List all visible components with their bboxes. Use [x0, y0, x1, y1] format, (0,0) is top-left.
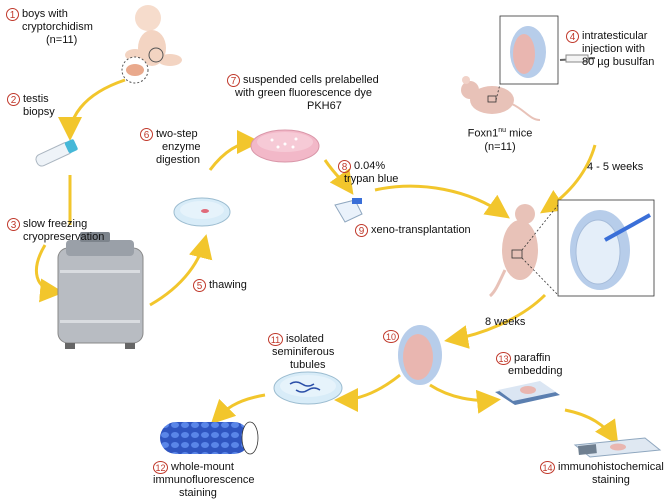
duration-8-weeks: 8 weeks [485, 316, 526, 328]
step-13-number: 13 [496, 352, 511, 365]
harvested-testis [398, 325, 442, 385]
step-11-text2: seminiferous [272, 346, 335, 358]
step-5-number: 5 [193, 279, 206, 292]
step-11-number: 11 [268, 333, 283, 346]
step-4-text2: injection with [582, 43, 645, 55]
step-9-text: xeno-transplantation [371, 224, 471, 236]
step-1-text3: (n=11) [46, 34, 78, 46]
step-13-text: paraffin [514, 352, 551, 364]
step-11-text: isolated [286, 333, 324, 345]
step-7-text2: with green fluorescence dye [235, 87, 372, 99]
step-3-text: slow freezing [23, 218, 88, 230]
step-12-text: whole-mount [171, 461, 234, 473]
step-3-number: 3 [7, 218, 20, 231]
eppendorf-tube [334, 198, 363, 223]
step-4-text3: 80 µg busulfan [582, 56, 655, 68]
tubule-dish [273, 371, 343, 405]
step-7-number: 7 [227, 74, 240, 87]
step-6-number: 6 [140, 128, 153, 141]
step-2-text: testis [23, 93, 49, 105]
duration-4-5-weeks: 4 - 5 weeks [587, 161, 644, 173]
step-14-text: immunohistochemical [558, 461, 664, 473]
step-6-text2: enzyme [162, 141, 201, 153]
step-14-number: 14 [540, 461, 555, 474]
foxn1-mouse-illustration [461, 76, 541, 121]
step-6-text: two-step [156, 128, 198, 140]
step-10-label: 10 [383, 330, 402, 343]
mice-count: (n=11) [484, 140, 516, 153]
digestion-dish [173, 197, 231, 227]
foxn1-mice-label: Foxn1nu mice (n=11) [455, 124, 545, 154]
step-2-number: 2 [7, 93, 20, 106]
arrow-mouse-to-10 [444, 293, 547, 349]
step-9-number: 9 [355, 224, 368, 237]
step-7-text: suspended cells prelabelled [243, 74, 379, 86]
step-6-text3: digestion [156, 154, 201, 166]
arrow-10-to-11 [334, 373, 401, 412]
microscope-slide [573, 437, 662, 458]
whole-mount-tubule [160, 421, 259, 455]
mice-suffix: mice [506, 127, 533, 140]
step-8-number: 8 [338, 160, 351, 173]
arrow-5-to-6 [149, 234, 213, 307]
step-1-text: boys with [22, 8, 68, 20]
step-4-number: 4 [566, 30, 579, 43]
step-1-number: 1 [6, 8, 19, 21]
arrow-7-to-8 [323, 159, 354, 195]
arrow-mice-to-mouse [540, 144, 597, 214]
step-3-text2: cryopreservation [23, 231, 105, 243]
arrow-6-to-7 [208, 130, 261, 171]
arrow-9-to-mouse [374, 184, 510, 219]
liquid-nitrogen-tank [57, 232, 144, 349]
arrow-11-to-12 [210, 393, 266, 425]
step-14-text2: staining [592, 474, 630, 486]
step-12-text2: immunofluorescence [153, 474, 255, 486]
transplanted-mouse [488, 204, 559, 298]
labelled-cells-dish [250, 129, 320, 163]
step-10-number: 10 [383, 330, 399, 343]
arrow-13-to-14 [564, 408, 619, 445]
step-1-text2: cryptorchidism [22, 21, 93, 33]
cryotube-illustration [35, 139, 78, 167]
step-13-text2: embedding [508, 365, 563, 377]
step-5-text: thawing [209, 279, 247, 291]
step-8-text2: trypan blue [344, 173, 399, 185]
step-12-text3: staining [179, 487, 217, 499]
step-11-text3: tubules [290, 359, 326, 371]
step-8-text: 0.04% [354, 160, 386, 172]
arrow-10-to-13 [429, 383, 501, 414]
arrow-tube-to-tank [35, 244, 64, 303]
step-12-number: 12 [153, 461, 168, 474]
paraffin-block [495, 381, 560, 405]
mice-label-text: Foxn1 [467, 127, 499, 140]
testis-transplant-inset [557, 199, 655, 297]
step-7-text3: PKH67 [307, 100, 342, 112]
flow-arrows [35, 78, 619, 445]
step-2-text2: biopsy [23, 106, 55, 118]
baby-illustration [121, 5, 182, 84]
step-4-text: intratesticular [582, 30, 648, 42]
testis-injection-inset [495, 15, 596, 101]
arrow-1-to-2 [58, 78, 126, 141]
mice-superscript: nu [498, 127, 507, 134]
